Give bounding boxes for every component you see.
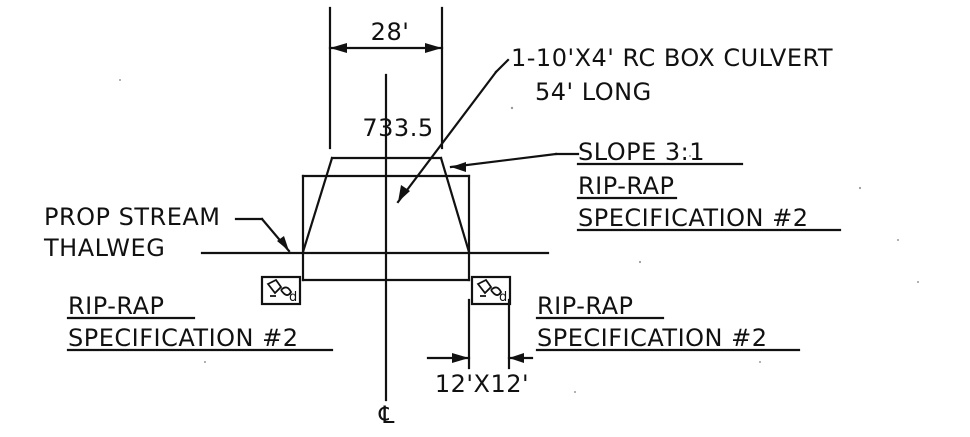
apron-dimension-label: 12'X12' bbox=[435, 370, 529, 398]
culvert-outline bbox=[301, 156, 471, 282]
slope-note: SLOPE 3:1 RIP-RAP SPECIFICATION #2 bbox=[449, 138, 842, 232]
riprap-left-line2: SPECIFICATION #2 bbox=[68, 324, 299, 352]
apron-dimension: 12'X12' bbox=[426, 298, 534, 398]
riprap-right-line2: SPECIFICATION #2 bbox=[537, 324, 768, 352]
culvert-note: 1-10'X4' RC BOX CULVERT 54' LONG bbox=[396, 44, 833, 204]
culvert-leader bbox=[396, 70, 498, 204]
riprap-symbol-right: d bbox=[499, 290, 508, 305]
culvert-note-line2: 54' LONG bbox=[535, 78, 652, 106]
culvert-note-line1: 1-10'X4' RC BOX CULVERT bbox=[511, 44, 833, 72]
slope-right bbox=[439, 156, 471, 254]
culvert-leader-arrow bbox=[398, 185, 410, 202]
top-width-label: 28' bbox=[371, 18, 410, 46]
elevation-label: 733.5 bbox=[362, 114, 433, 142]
stream-leader-arrow bbox=[277, 236, 289, 251]
stream-label-line2: THALWEG bbox=[43, 234, 165, 262]
arrowhead-apron-left bbox=[452, 353, 469, 363]
riprap-block-left: d bbox=[260, 275, 302, 306]
arrowhead-apron-right bbox=[509, 353, 524, 363]
riprap-symbol-left: d bbox=[289, 290, 298, 305]
riprap-left-note: RIP-RAP SPECIFICATION #2 bbox=[66, 292, 334, 352]
slope-left bbox=[301, 156, 334, 254]
riprap-right-line1: RIP-RAP bbox=[537, 292, 633, 320]
arrowhead-right bbox=[425, 43, 442, 53]
leader-tick bbox=[494, 58, 510, 74]
centerline-symbol: ℄ bbox=[378, 401, 395, 429]
riprap-right-note: RIP-RAP SPECIFICATION #2 bbox=[535, 292, 801, 352]
slope-label: SLOPE 3:1 bbox=[578, 138, 705, 166]
slope-leader bbox=[449, 152, 558, 169]
top-width-dimension: 28' bbox=[328, 6, 444, 150]
riprap-top-line1: RIP-RAP bbox=[578, 172, 674, 200]
arrowhead-left bbox=[330, 43, 347, 53]
slope-leader-arrow bbox=[451, 162, 466, 172]
stream-label-line1: PROP STREAM bbox=[44, 203, 221, 231]
riprap-top-line2: SPECIFICATION #2 bbox=[578, 204, 809, 232]
riprap-left-line1: RIP-RAP bbox=[68, 292, 164, 320]
riprap-block-right: d bbox=[470, 275, 512, 306]
scan-noise bbox=[119, 79, 919, 393]
stream-note: PROP STREAM THALWEG bbox=[43, 203, 291, 262]
